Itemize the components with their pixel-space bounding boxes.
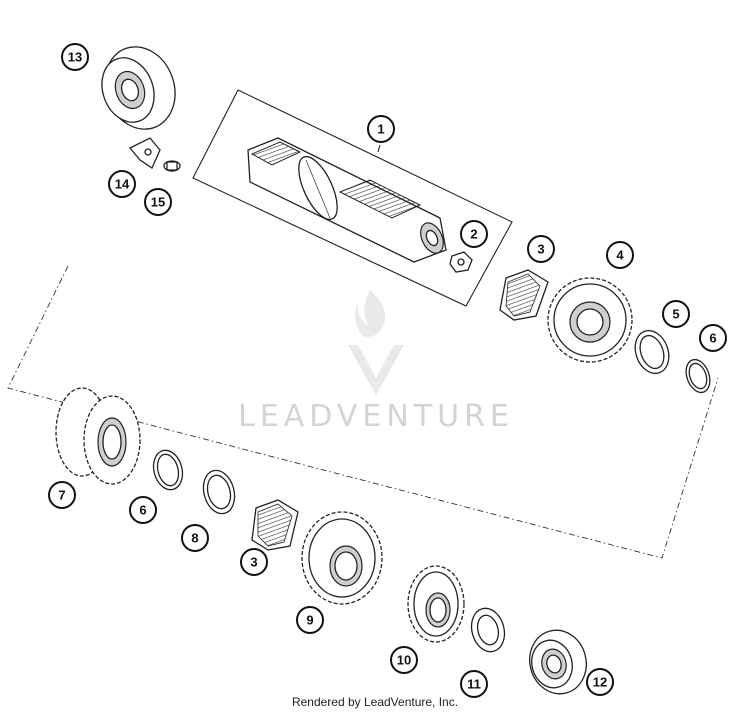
locking-plate <box>128 137 161 169</box>
callout-3-upper: 3 <box>527 235 555 263</box>
svg-text:12: 12 <box>593 675 607 690</box>
svg-text:3: 3 <box>250 555 257 570</box>
needle-bearing-lower <box>251 499 299 551</box>
bearing-top <box>101 46 176 130</box>
callout-1: 1 <box>367 115 395 143</box>
callout-15: 15 <box>144 188 172 216</box>
callout-13: 13 <box>61 43 89 71</box>
callout-9: 9 <box>296 606 324 634</box>
callout-6-lower: 6 <box>129 496 157 524</box>
svg-text:14: 14 <box>115 177 130 192</box>
double-gear-7 <box>55 387 141 485</box>
callout-10: 10 <box>390 646 418 674</box>
svg-text:5: 5 <box>672 307 679 322</box>
washer-5 <box>634 329 670 375</box>
svg-text:8: 8 <box>191 531 198 546</box>
washer-8 <box>202 469 236 515</box>
watermark-text: LEADVENTURE <box>238 399 514 434</box>
callout-2: 2 <box>460 220 488 248</box>
footer-credit: Rendered by LeadVenture, Inc. <box>291 695 459 709</box>
callout-6-upper: 6 <box>699 324 727 352</box>
callout-14: 14 <box>108 170 136 198</box>
gear-10 <box>407 565 465 643</box>
watermark-logo <box>348 290 404 395</box>
assembly-outline <box>7 265 719 559</box>
callout-11: 11 <box>460 670 488 698</box>
shaft-group-box <box>192 89 513 307</box>
svg-text:2: 2 <box>470 227 477 242</box>
callout-5: 5 <box>662 300 690 328</box>
svg-text:6: 6 <box>709 331 716 346</box>
screw <box>163 160 181 172</box>
washer-11 <box>470 607 506 653</box>
svg-text:15: 15 <box>151 195 165 210</box>
circlip-lower <box>152 449 184 491</box>
svg-text:7: 7 <box>58 488 65 503</box>
svg-text:10: 10 <box>397 653 411 668</box>
needle-bearing-upper <box>499 269 549 321</box>
svg-text:13: 13 <box>68 50 82 65</box>
svg-text:11: 11 <box>467 677 481 692</box>
callout-4: 4 <box>606 241 634 269</box>
shaft-nut <box>449 251 473 273</box>
callout-3-lower: 3 <box>240 548 268 576</box>
svg-text:4: 4 <box>616 248 624 263</box>
gear-9 <box>301 511 383 605</box>
callout-12: 12 <box>586 668 614 696</box>
svg-text:3: 3 <box>537 242 544 257</box>
svg-text:1: 1 <box>377 122 384 137</box>
bearing-bottom <box>529 629 587 695</box>
callout-7: 7 <box>48 481 76 509</box>
main-shaft <box>247 137 447 263</box>
gear-4 <box>547 277 633 363</box>
svg-text:9: 9 <box>306 613 313 628</box>
circlip-upper <box>685 358 711 394</box>
svg-text:6: 6 <box>139 503 146 518</box>
callout-8: 8 <box>181 524 209 552</box>
